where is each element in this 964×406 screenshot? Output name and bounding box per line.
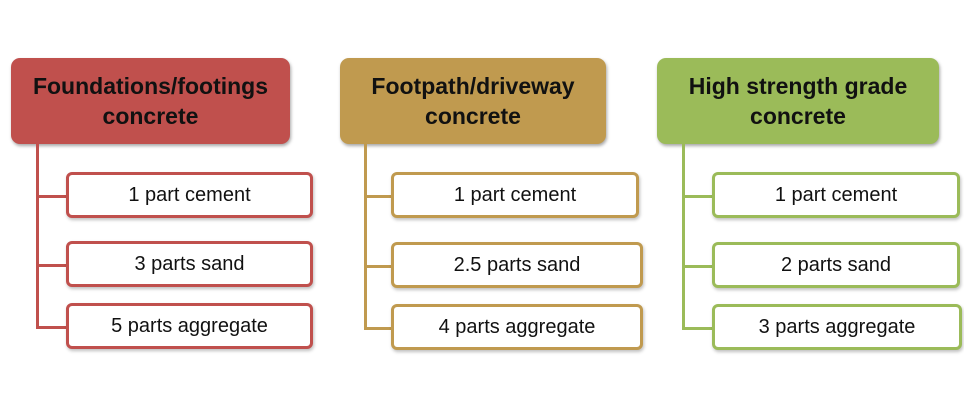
mix-item: 3 parts aggregate xyxy=(712,304,962,350)
connector-branch xyxy=(364,265,392,268)
connector-trunk xyxy=(36,144,39,328)
mix-item-label: 2.5 parts sand xyxy=(453,253,581,276)
mix-item: 2.5 parts sand xyxy=(391,242,643,288)
mix-item-label: 2 parts sand xyxy=(780,253,892,276)
mix-item-label: 4 parts aggregate xyxy=(438,315,596,338)
group-title-line2: concrete xyxy=(425,103,521,129)
mix-item: 5 parts aggregate xyxy=(66,303,313,349)
group-title-line2: concrete xyxy=(750,103,846,129)
mix-item: 2 parts sand xyxy=(712,242,960,288)
mix-item: 1 part cement xyxy=(712,172,960,218)
group-header-foundations: Foundations/footings concrete xyxy=(11,58,290,144)
connector-branch xyxy=(364,195,392,198)
group-header-high-strength: High strength grade concrete xyxy=(657,58,939,144)
group-title-line1: Foundations/footings xyxy=(32,73,269,99)
connector-trunk xyxy=(682,144,685,329)
connector-branch xyxy=(36,195,67,198)
group-foundations: Foundations/footings concrete 1 part cem… xyxy=(0,0,320,406)
connector-branch xyxy=(682,327,713,330)
mix-item: 1 part cement xyxy=(66,172,313,218)
mix-item: 4 parts aggregate xyxy=(391,304,643,350)
mix-item-label: 1 part cement xyxy=(774,183,898,206)
group-title-line2: concrete xyxy=(102,103,199,129)
mix-item-label: 1 part cement xyxy=(453,183,577,206)
mix-item: 3 parts sand xyxy=(66,241,313,287)
group-footpath: Footpath/driveway concrete 1 part cement… xyxy=(340,58,643,350)
connector-branch xyxy=(364,327,392,330)
mix-item-label: 5 parts aggregate xyxy=(111,314,268,337)
connector-branch xyxy=(36,264,67,267)
connector-branch xyxy=(682,265,713,268)
mix-item: 1 part cement xyxy=(391,172,639,218)
group-title-line1: High strength grade xyxy=(688,73,908,99)
connector-branch xyxy=(682,195,713,198)
group-title-line1: Footpath/driveway xyxy=(371,73,575,99)
connector-trunk xyxy=(364,144,367,329)
mix-item-label: 1 part cement xyxy=(128,183,251,206)
mix-item-label: 3 parts sand xyxy=(134,252,245,275)
mix-item-label: 3 parts aggregate xyxy=(758,315,916,338)
group-header-footpath: Footpath/driveway concrete xyxy=(340,58,606,144)
connector-branch xyxy=(36,326,67,329)
